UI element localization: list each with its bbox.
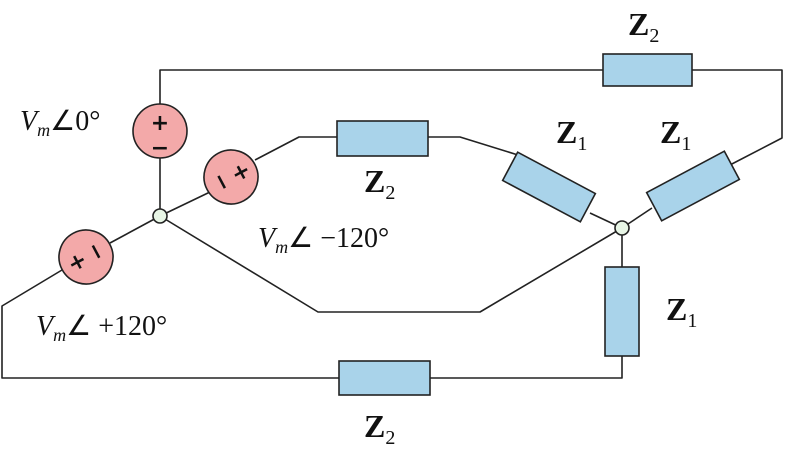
wire-neutral-source-b [159, 191, 211, 217]
load-star-node [614, 220, 630, 236]
wire-neutral-return [159, 215, 623, 313]
impedance-z1-vertical [604, 266, 640, 357]
label-z1-diag-left: Z1 [556, 114, 587, 155]
voltage-source-c: + − [58, 229, 114, 285]
label-z1-diag-right: Z1 [660, 114, 691, 155]
label-z2-top: Z2 [628, 6, 659, 47]
label-z2-mid: Z2 [364, 163, 395, 204]
impedance-z2-bottom [338, 360, 431, 396]
source-neutral-node [152, 208, 168, 224]
label-source-a: Vm∠0° [20, 106, 100, 140]
label-z2-bottom: Z2 [364, 408, 395, 449]
wire-top-right [692, 69, 783, 167]
wire-source-c-bottom [1, 269, 339, 379]
source-b-circle [203, 149, 259, 205]
wire-top-loop [159, 69, 603, 105]
voltage-source-a: + − [132, 103, 188, 161]
impedance-z1-diag-right [645, 150, 741, 222]
source-a-circle [132, 103, 188, 159]
impedance-z2-top [602, 53, 693, 87]
label-source-c: Vm∠ +120° [36, 311, 167, 345]
wires [1, 69, 783, 379]
label-z1-vertical: Z1 [666, 291, 697, 332]
wire-source-b-z2 [254, 136, 337, 161]
wire-z2-z1-left [428, 136, 519, 156]
impedance-z2-mid [336, 120, 429, 157]
voltage-source-b: − + [203, 149, 259, 205]
impedance-z1-diag-left [501, 151, 597, 223]
source-a-minus: − [151, 136, 169, 161]
source-a-plus: + [151, 111, 169, 136]
wire-z2bottom-z1vert [430, 356, 623, 379]
source-c-circle [58, 229, 114, 285]
wire-neutral-source-c [109, 215, 161, 244]
label-source-b: Vm∠ −120° [258, 223, 389, 257]
